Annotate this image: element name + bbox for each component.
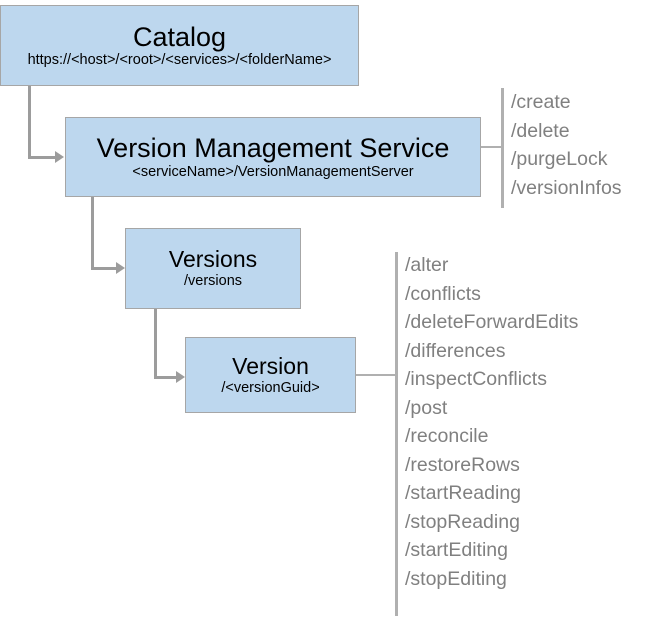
operation-item[interactable]: /reconcile xyxy=(405,425,489,447)
operation-list-version-management-service: /create /delete /purgeLock /versionInfos xyxy=(511,88,622,202)
node-versions[interactable]: Versions /versions xyxy=(125,228,301,309)
operation-item[interactable]: /conflicts xyxy=(405,282,481,305)
arrowhead-versions-to-version-icon xyxy=(176,371,185,383)
node-catalog-subtitle: https://<host>/<root>/<services>/<folder… xyxy=(27,52,332,69)
arrowhead-catalog-to-vms-icon xyxy=(55,151,64,163)
node-version-management-service[interactable]: Version Management Service <serviceName>… xyxy=(65,117,481,197)
operation-list-version: /alter /conflicts /deleteForwardEdits /d… xyxy=(405,251,578,593)
operation-item[interactable]: /differences xyxy=(405,339,506,362)
connector-vms-to-versions-vertical xyxy=(91,197,94,269)
connector-versions-to-version-vertical xyxy=(154,309,157,378)
operation-item[interactable]: /create xyxy=(511,91,571,113)
node-version[interactable]: Version /<versionGuid> xyxy=(185,337,356,413)
node-version-management-service-subtitle: <serviceName>/VersionManagementServer xyxy=(132,163,414,180)
bracket-stem-version-operations xyxy=(356,374,397,376)
operation-item[interactable]: /versionInfos xyxy=(511,176,622,199)
operation-item[interactable]: /startReading xyxy=(405,482,521,504)
connector-catalog-to-vms-horizontal xyxy=(28,156,56,159)
bracket-stem-vms-operations xyxy=(481,146,502,148)
operation-item[interactable]: /post xyxy=(405,396,448,419)
node-catalog-title: Catalog xyxy=(132,21,227,52)
operation-item[interactable]: /startEditing xyxy=(405,539,508,561)
arrowhead-vms-to-versions-icon xyxy=(116,262,125,274)
node-versions-title: Versions xyxy=(168,246,258,273)
operation-item[interactable]: /stopReading xyxy=(405,510,520,533)
node-version-subtitle: /<versionGuid> xyxy=(221,379,320,396)
operation-item[interactable]: /restoreRows xyxy=(405,453,520,476)
operation-item[interactable]: /alter xyxy=(405,254,449,276)
node-versions-subtitle: /versions xyxy=(183,273,243,290)
connector-versions-to-version-horizontal xyxy=(154,376,177,379)
connector-vms-to-versions-horizontal xyxy=(91,267,117,270)
node-version-title: Version xyxy=(232,352,309,379)
node-version-management-service-title: Version Management Service xyxy=(96,133,450,164)
operation-item[interactable]: /purgeLock xyxy=(511,148,608,170)
bracket-bar-version-operations xyxy=(395,252,398,616)
bracket-bar-vms-operations xyxy=(501,88,504,208)
node-catalog[interactable]: Catalog https://<host>/<root>/<services>… xyxy=(0,5,359,86)
operation-item[interactable]: /stopEditing xyxy=(405,567,507,590)
connector-catalog-to-vms-vertical xyxy=(28,86,31,158)
operation-item[interactable]: /delete xyxy=(511,119,570,142)
operation-item[interactable]: /inspectConflicts xyxy=(405,368,547,390)
operation-item[interactable]: /deleteForwardEdits xyxy=(405,311,579,333)
